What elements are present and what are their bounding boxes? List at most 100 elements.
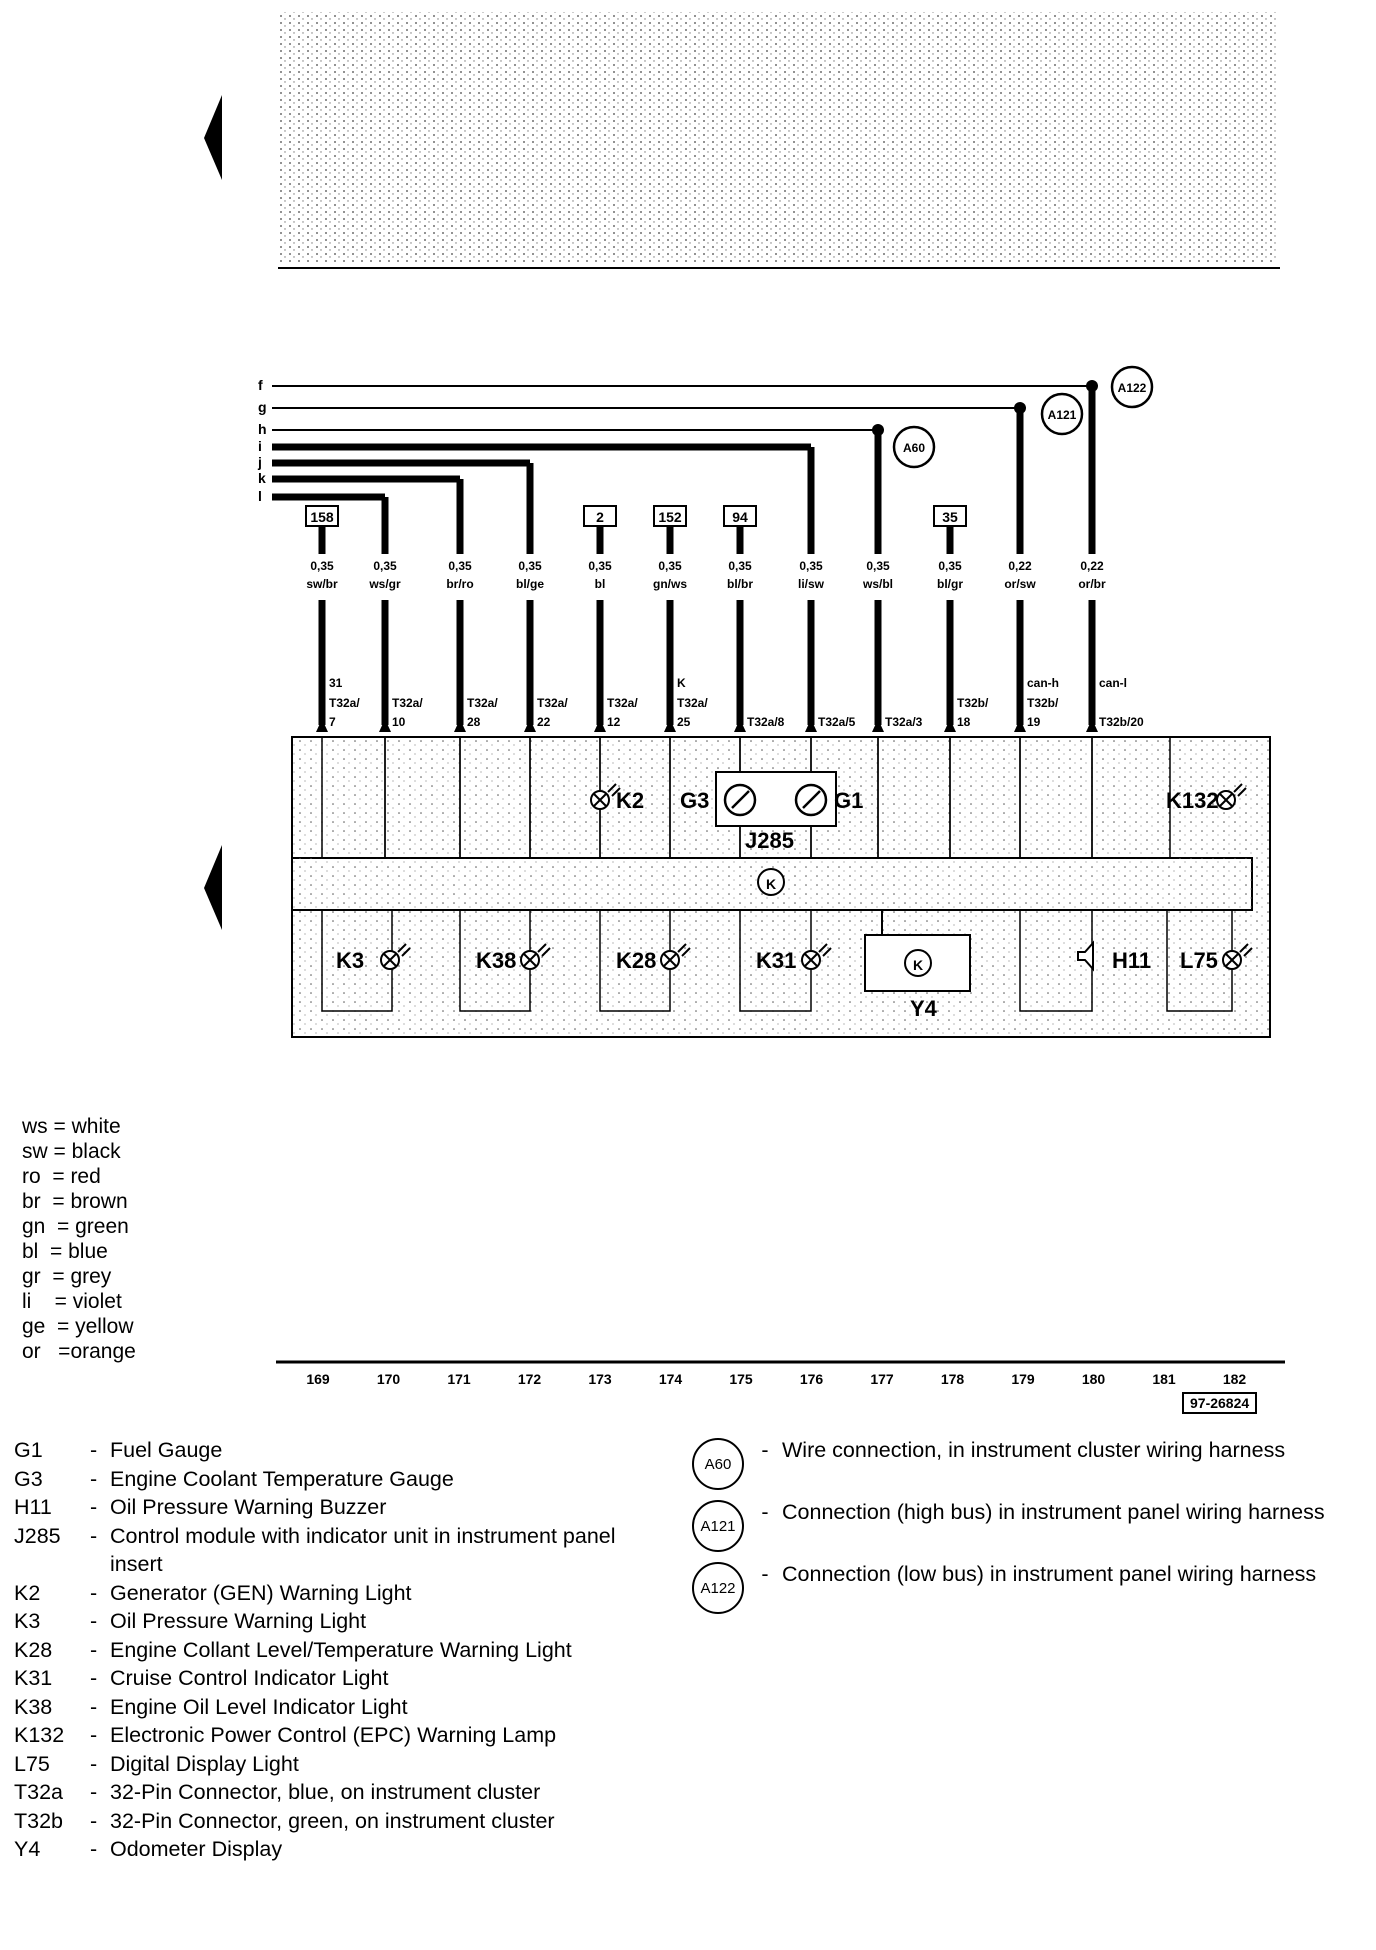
rail-label-j: j bbox=[257, 454, 262, 470]
pin-arrow-11 bbox=[1086, 719, 1098, 732]
pin-top-label: can-h bbox=[1027, 676, 1059, 690]
legend-description: Oil Pressure Warning Light bbox=[110, 1609, 367, 1633]
pin-connector-label: T32a/ bbox=[607, 696, 638, 710]
wire-color: bl/ge bbox=[516, 577, 544, 591]
legend-code: L75 bbox=[14, 1751, 50, 1776]
legend-code: H11 bbox=[14, 1495, 52, 1519]
legend-code: K31 bbox=[14, 1666, 53, 1690]
pin-arrow-0 bbox=[316, 719, 328, 732]
color-legend-item: bl = blue bbox=[22, 1240, 108, 1263]
rail-label-g: g bbox=[258, 399, 267, 415]
pin-arrow-4 bbox=[594, 719, 606, 732]
pin-number-label: 18 bbox=[957, 715, 971, 729]
pin-number-label: T32a/5 bbox=[818, 715, 856, 729]
legend-code: K2 bbox=[14, 1580, 41, 1605]
legend-description: Odometer Display bbox=[110, 1837, 283, 1861]
vertical-wires bbox=[316, 380, 1098, 732]
connection-legend: A60-Wire connection, in instrument clust… bbox=[690, 1436, 1350, 1622]
legend-dash: - bbox=[90, 1637, 98, 1662]
pin-number-label: T32a/3 bbox=[885, 715, 923, 729]
ref-box-label: 158 bbox=[310, 509, 334, 525]
wire-size: 0,35 bbox=[866, 559, 890, 573]
color-legend-item: gr = grey bbox=[22, 1265, 112, 1288]
color-legend-item: ws = white bbox=[22, 1115, 121, 1138]
connection-badge-icon: A122 bbox=[690, 1560, 748, 1618]
connection-badge-icon: A60 bbox=[690, 1436, 748, 1494]
legend-dash: - bbox=[90, 1723, 98, 1747]
pin-labels: 31T32a/7T32a/10T32a/28T32a/22T32a/12KT32… bbox=[329, 676, 1144, 729]
pin-number-label: 22 bbox=[537, 715, 551, 729]
reference-code: 97-26824 bbox=[1182, 1392, 1258, 1414]
legend-dash: - bbox=[90, 1837, 98, 1861]
legend-code: K3 bbox=[14, 1609, 41, 1633]
page-back-arrow-bottom[interactable] bbox=[204, 845, 222, 930]
connection-label: A60 bbox=[903, 441, 925, 455]
pin-connector-label: T32a/ bbox=[392, 696, 423, 710]
pin-top-label: 31 bbox=[329, 676, 343, 690]
legend-dash: - bbox=[90, 1466, 98, 1491]
ref-box bbox=[305, 505, 339, 527]
pin-connector-label: T32a/ bbox=[677, 696, 708, 710]
k132-lamp-icon bbox=[1216, 783, 1247, 810]
wire-size: 0,35 bbox=[518, 559, 542, 573]
pin-arrow-7 bbox=[805, 719, 817, 732]
component-legend-item: T32b-32-Pin Connector, green, on instrum… bbox=[14, 1807, 674, 1836]
ref-box-label: 94 bbox=[732, 509, 748, 525]
track-number: 182 bbox=[1223, 1371, 1247, 1387]
pin-number-label: 19 bbox=[1027, 715, 1041, 729]
track-number: 174 bbox=[659, 1371, 683, 1387]
component-legend-item: K3 -Oil Pressure Warning Light bbox=[14, 1607, 674, 1636]
component-label-k132: K132 bbox=[1166, 788, 1219, 813]
component-legend-item: K132-Electronic Power Control (EPC) Warn… bbox=[14, 1721, 674, 1750]
svg-text:A121: A121 bbox=[700, 1518, 735, 1535]
wire-color: li/sw bbox=[798, 577, 825, 591]
pin-arrow-9 bbox=[944, 719, 956, 732]
k3-lamp-icon bbox=[380, 943, 411, 970]
wire-size: 0,35 bbox=[588, 559, 612, 573]
pin-arrow-3 bbox=[524, 719, 536, 732]
pin-connector-label: T32a/ bbox=[537, 696, 568, 710]
ref-box bbox=[583, 505, 617, 527]
page-back-arrow-top[interactable] bbox=[204, 95, 222, 180]
color-legend-item: br = brown bbox=[22, 1190, 128, 1213]
pin-connector-label: T32a/ bbox=[467, 696, 498, 710]
component-legend-item: G1-Fuel Gauge bbox=[14, 1436, 674, 1465]
connection-label: A121 bbox=[1048, 408, 1077, 422]
k38-lamp-icon bbox=[520, 943, 551, 970]
connection-badge-icon: A121 bbox=[690, 1498, 748, 1556]
rail-label-h: h bbox=[258, 421, 267, 437]
wire-size: 0,35 bbox=[728, 559, 752, 573]
legend-dash: - bbox=[90, 1609, 98, 1633]
track-number: 180 bbox=[1082, 1371, 1106, 1387]
legend-code: J285 bbox=[14, 1523, 61, 1548]
connection-badges: A60 A121 A122 bbox=[892, 365, 1154, 469]
wire-size: 0,22 bbox=[1080, 559, 1104, 573]
component-legend-item: K31-Cruise Control Indicator Light bbox=[14, 1664, 674, 1693]
center-k-icon bbox=[757, 868, 785, 896]
track-number: 169 bbox=[306, 1371, 330, 1387]
component-label-j285: J285 bbox=[745, 828, 794, 853]
wire-color: gn/ws bbox=[653, 577, 687, 591]
junction-dot-10 bbox=[1014, 402, 1026, 414]
rail-label-l: l bbox=[258, 488, 262, 504]
legend-description: Fuel Gauge bbox=[110, 1438, 223, 1462]
component-label-l75: L75 bbox=[1180, 948, 1218, 973]
track-number: 177 bbox=[870, 1371, 894, 1387]
connection-a121 bbox=[1040, 392, 1084, 436]
legend-description: Engine Coolant Temperature Gauge bbox=[110, 1466, 454, 1491]
color-legend-item: ge = yellow bbox=[22, 1315, 134, 1338]
pin-arrow-2 bbox=[454, 719, 466, 732]
pin-number-label: 28 bbox=[467, 715, 481, 729]
ref-box-label: 152 bbox=[658, 509, 682, 525]
connection-label: A122 bbox=[1118, 381, 1147, 395]
wire-color: ws/bl bbox=[862, 577, 893, 591]
odometer-k-icon bbox=[904, 949, 932, 977]
color-legend-item: gn = green bbox=[22, 1215, 129, 1238]
component-legend-item: Y4-Odometer Display bbox=[14, 1835, 674, 1864]
legend-dash: - bbox=[90, 1808, 98, 1833]
rail-label-k: k bbox=[258, 470, 266, 486]
